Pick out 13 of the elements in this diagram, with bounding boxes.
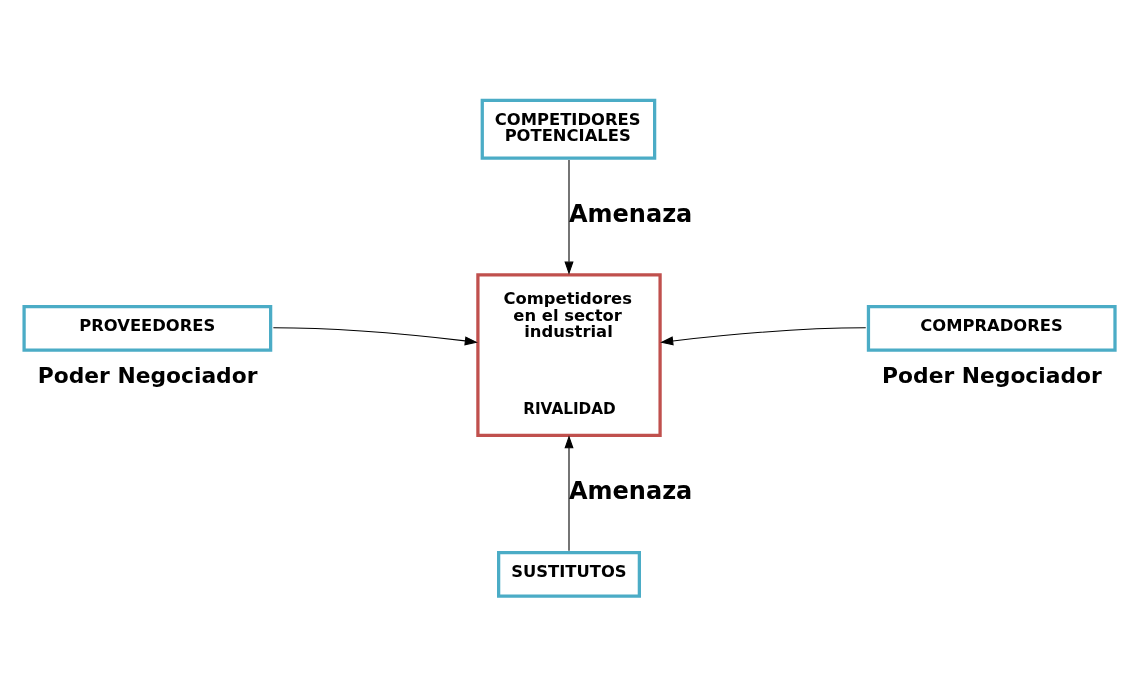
node-label: Poder Negociador xyxy=(882,363,1102,389)
arrow xyxy=(272,327,478,346)
node-box: COMPRADORES xyxy=(866,304,1117,352)
edge-label: Amenaza xyxy=(569,476,693,505)
arrow xyxy=(564,435,574,552)
arrow xyxy=(564,159,574,275)
arrow xyxy=(660,327,867,346)
node-box: COMPETIDORES POTENCIALES xyxy=(480,98,657,160)
node-box: Competidores en el sector industrial RIVALIDAD xyxy=(476,273,662,437)
node-box: PROVEEDORES xyxy=(22,304,273,352)
edge-label: Amenaza xyxy=(569,199,693,228)
node-label: Poder Negociador xyxy=(37,363,258,389)
node-box: SUSTITUTOS xyxy=(497,550,641,598)
